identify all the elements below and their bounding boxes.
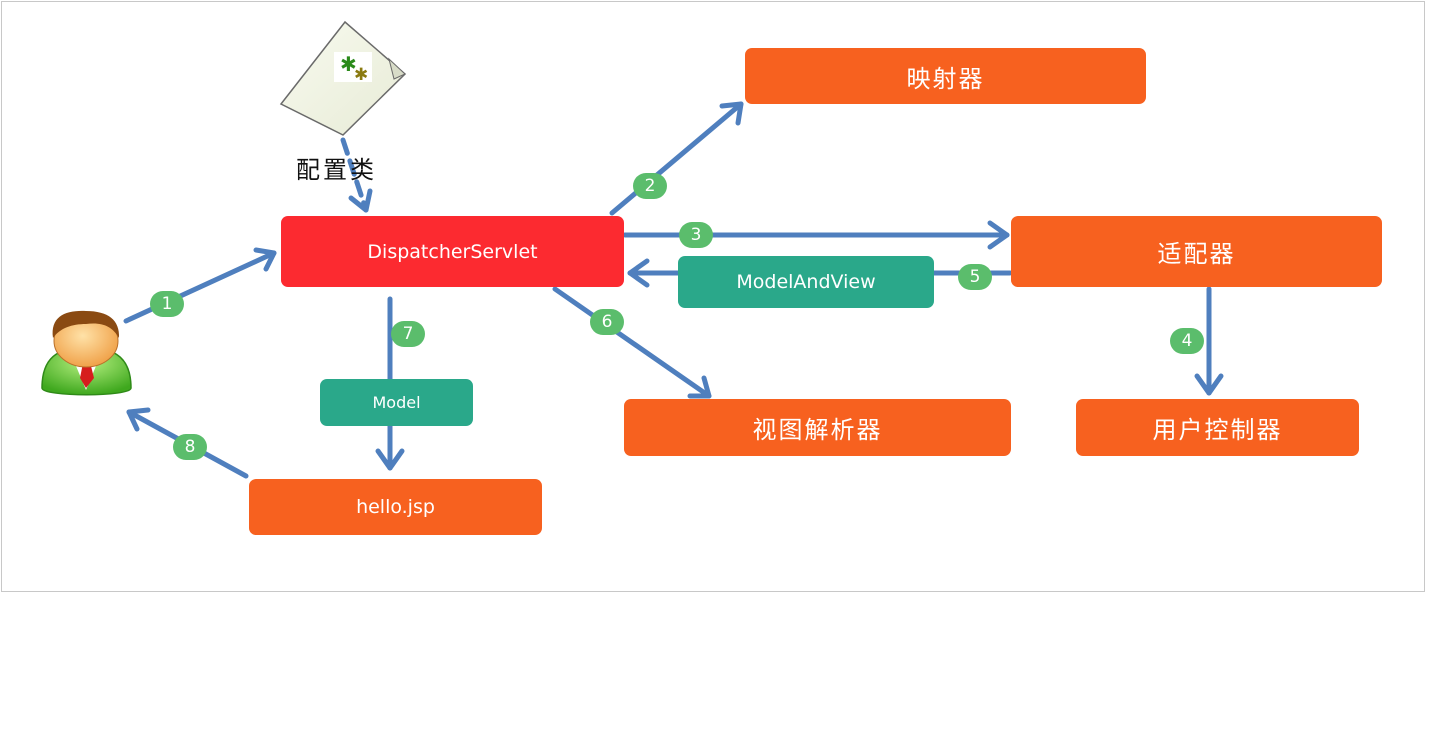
arrow-config: [340, 137, 373, 213]
mapper-node: 映射器: [745, 48, 1146, 104]
svg-text:✱: ✱: [340, 52, 357, 76]
step-badge-8: 8: [173, 434, 207, 460]
step-badge-7: 7: [391, 321, 425, 347]
document-icon: ✱ ✱: [279, 20, 407, 136]
step-badge-6: 6: [590, 309, 624, 335]
arrow-step-4: [1194, 286, 1224, 396]
step-badge-3: 3: [679, 222, 713, 248]
dispatcher-servlet-node: DispatcherServlet: [281, 216, 624, 287]
arrow-step-6: [552, 286, 712, 399]
step-badge-2: 2: [633, 173, 667, 199]
model-and-view-label: ModelAndView: [678, 256, 934, 308]
view-jsp-node: hello.jsp: [249, 479, 542, 535]
step-badge-4: 4: [1170, 328, 1204, 354]
user-controller-node: 用户控制器: [1076, 399, 1359, 456]
step-badge-5: 5: [958, 264, 992, 290]
adapter-node: 适配器: [1011, 216, 1382, 287]
step-badge-1: 1: [150, 291, 184, 317]
view-resolver-node: 视图解析器: [624, 399, 1011, 456]
model-label: Model: [320, 379, 473, 426]
arrow-step-2: [609, 101, 744, 216]
svg-text:✱: ✱: [354, 65, 368, 85]
user-icon: [41, 310, 132, 396]
arrow-step-1: [123, 247, 277, 324]
config-file-label: 配置类: [296, 156, 377, 184]
